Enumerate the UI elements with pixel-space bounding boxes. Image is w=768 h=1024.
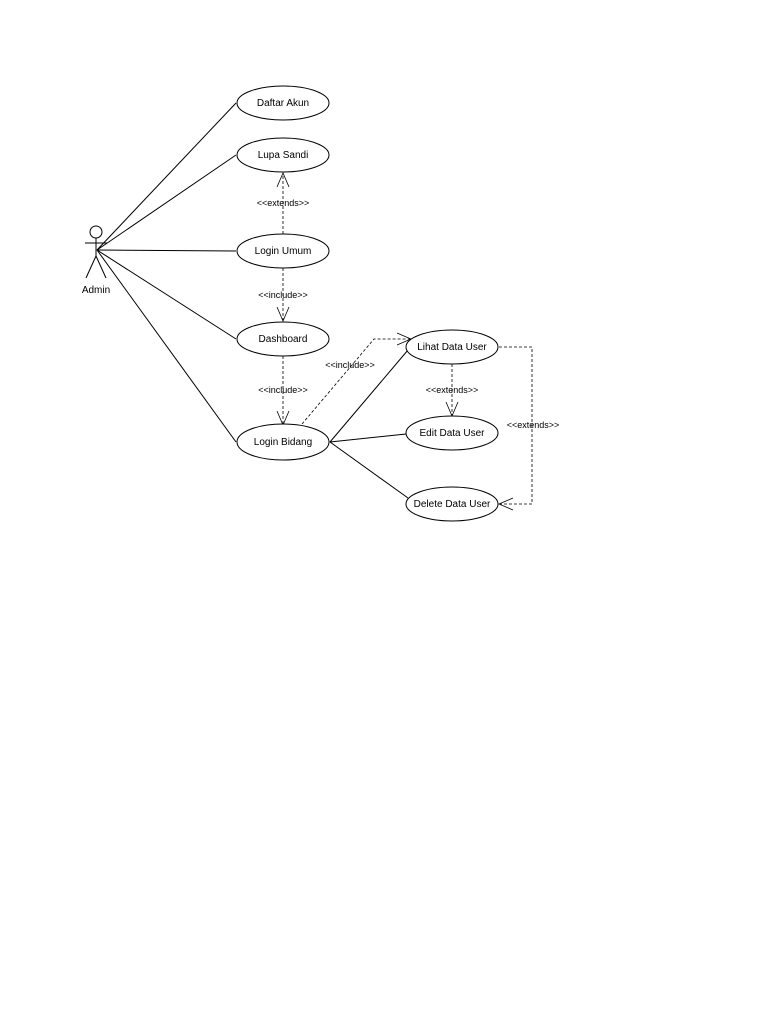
stereotype-include-login-bidang: <<include>> xyxy=(258,385,308,395)
actor-left-leg xyxy=(85,255,97,279)
actor-admin: Admin xyxy=(82,225,110,296)
stereotype-include-dashboard: <<include>> xyxy=(258,290,308,300)
use-case-login-umum-shape xyxy=(236,233,330,269)
assoc-delete-data-user xyxy=(329,441,409,499)
stereotype-include-lihat: <<include>> xyxy=(325,360,375,370)
actor-head xyxy=(89,225,103,239)
use-case-edit-data-user-label: Edit Data User xyxy=(419,428,485,439)
use-case-login-bidang: Login Bidang xyxy=(236,423,330,461)
use-case-dashboard-shape xyxy=(236,321,330,357)
use-case-delete-data-user-shape xyxy=(405,486,499,522)
use-case-login-umum: Login Umum xyxy=(236,233,330,269)
use-case-lihat-data-user: Lihat Data User xyxy=(405,329,499,365)
stereotype-extends-edit: <<extends>> xyxy=(426,385,479,395)
use-case-lihat-data-user-label: Lihat Data User xyxy=(417,342,487,353)
use-case-lupa-sandi-shape xyxy=(236,137,330,173)
use-case-login-bidang-label: Login Bidang xyxy=(254,437,312,448)
assoc-login-umum xyxy=(96,249,237,252)
assoc-edit-data-user xyxy=(329,433,407,443)
use-case-lupa-sandi: Lupa Sandi xyxy=(236,137,330,173)
assoc-login-bidang xyxy=(96,249,237,443)
assoc-lihat-data-user xyxy=(329,349,409,443)
dep-line-include-lihat xyxy=(301,338,410,425)
assoc-lupa-sandi xyxy=(96,154,237,251)
arrowhead-delete-data-user xyxy=(497,497,514,511)
assoc-dashboard xyxy=(96,249,237,340)
use-case-lihat-data-user-shape xyxy=(405,329,499,365)
actor-name: Admin xyxy=(82,285,110,296)
assoc-daftar-akun xyxy=(96,102,237,251)
use-case-dashboard-label: Dashboard xyxy=(259,334,308,345)
actor-associations xyxy=(96,102,237,443)
stereotype-extends-lupa: <<extends>> xyxy=(257,198,310,208)
use-case-login-bidang-shape xyxy=(236,423,330,461)
use-case-daftar-akun-shape xyxy=(236,85,330,121)
use-case-edit-data-user: Edit Data User xyxy=(405,415,499,451)
use-case-delete-data-user: Delete Data User xyxy=(405,486,499,522)
use-case-daftar-akun-label: Daftar Akun xyxy=(257,98,309,109)
dep-line-extends-delete xyxy=(499,346,533,505)
use-case-daftar-akun: Daftar Akun xyxy=(236,85,330,121)
arrowhead-lupa-sandi xyxy=(276,171,290,188)
use-case-delete-data-user-label: Delete Data User xyxy=(414,499,491,510)
stereotype-extends-delete: <<extends>> xyxy=(507,420,560,430)
arrowhead-dashboard xyxy=(276,306,290,323)
use-case-lupa-sandi-label: Lupa Sandi xyxy=(258,150,309,161)
use-case-dashboard: Dashboard xyxy=(236,321,330,357)
login-bidang-associations xyxy=(329,349,409,499)
actor-right-leg xyxy=(95,255,107,279)
use-case-login-umum-label: Login Umum xyxy=(255,246,312,257)
use-case-edit-data-user-shape xyxy=(405,415,499,451)
